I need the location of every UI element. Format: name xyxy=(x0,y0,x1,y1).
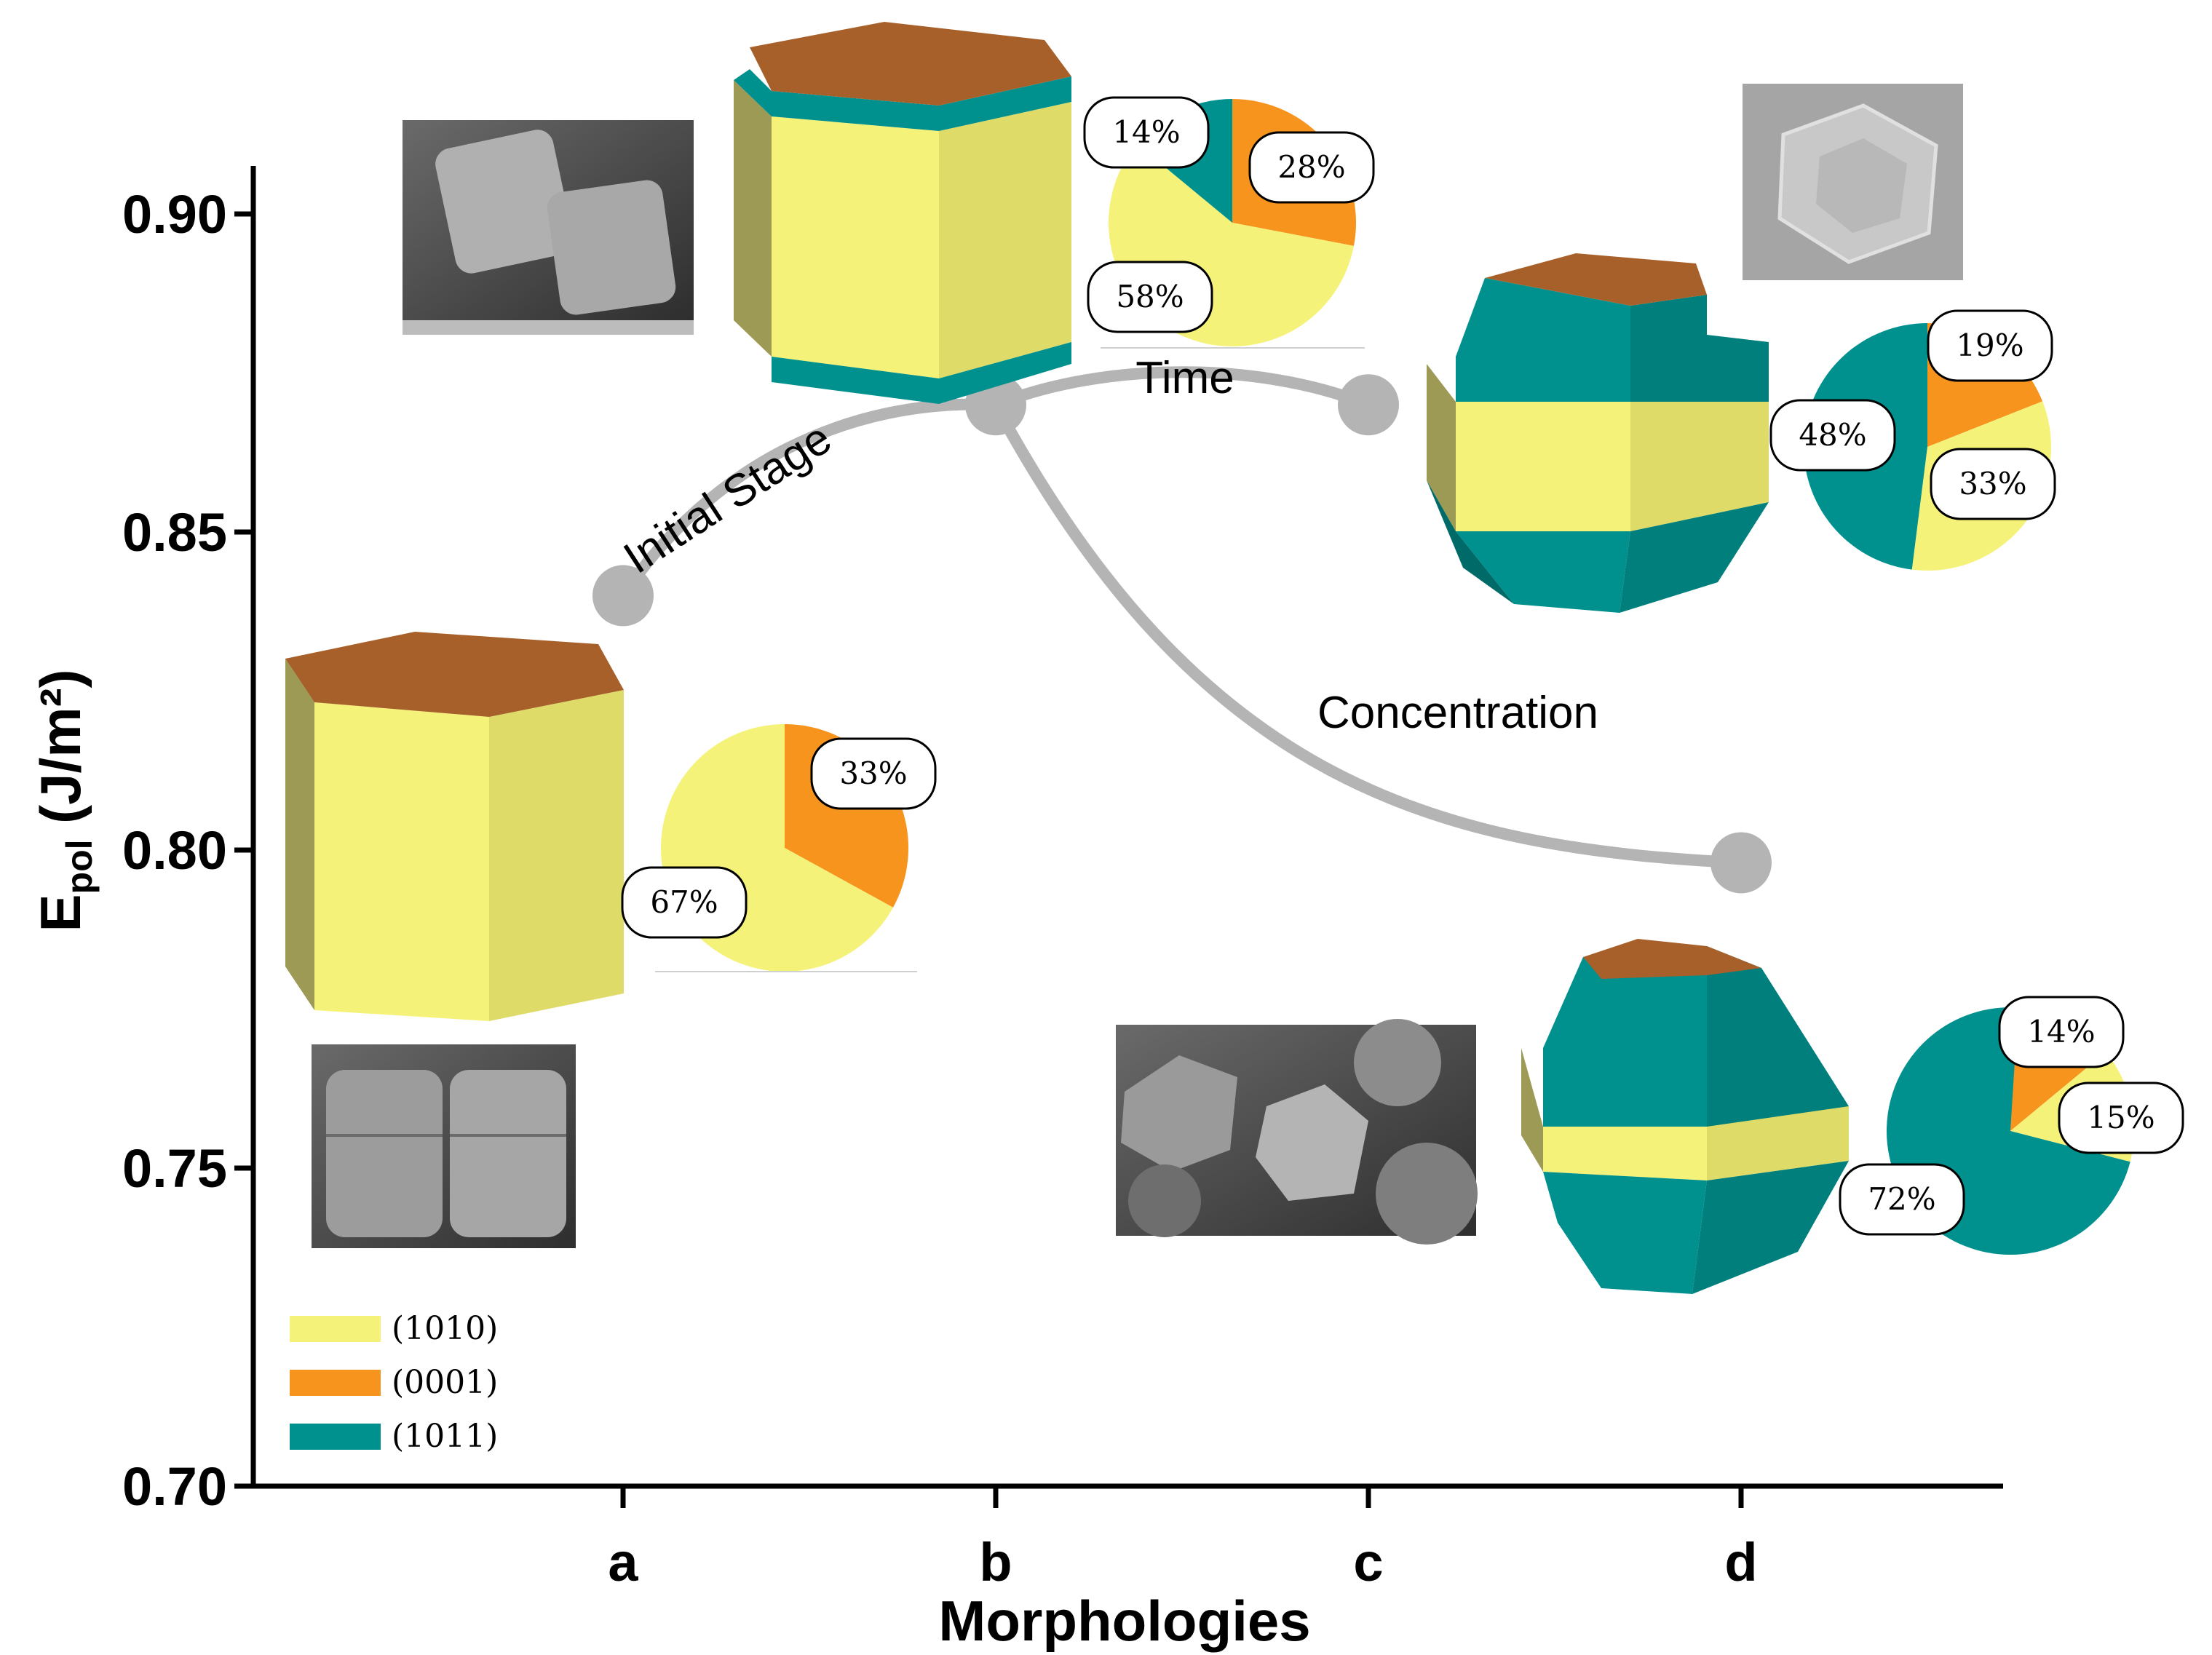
pie-label-box xyxy=(810,737,937,810)
marker-c xyxy=(1338,374,1399,436)
path-b-c xyxy=(990,366,1374,411)
pie-label-box xyxy=(1769,399,1896,472)
x-tick-label: a xyxy=(608,1532,638,1592)
legend-label: (1010) xyxy=(392,1310,498,1347)
crystal-d xyxy=(1521,939,1849,1294)
pie-label-box xyxy=(621,866,748,939)
pie-label: 33% xyxy=(1959,466,2026,501)
crystal-c xyxy=(1427,253,1769,613)
pie-label: 58% xyxy=(1116,279,1184,314)
x-tick-label: d xyxy=(1724,1532,1757,1592)
y-axis-title-unit: (J/m²) xyxy=(28,669,92,839)
sem-image-a xyxy=(312,1044,576,1248)
pie-chart-d: 14% 15% 72% xyxy=(1839,996,2184,1255)
legend-swatch xyxy=(290,1370,381,1396)
legend-swatch xyxy=(290,1316,381,1342)
pie-label-box xyxy=(2058,1081,2184,1154)
x-axis-title: Morphologies xyxy=(938,1589,1310,1653)
legend-label: (0001) xyxy=(392,1364,498,1401)
y-ticks: 0.70 0.75 0.80 0.85 0.90 xyxy=(122,184,253,1517)
marker-d xyxy=(1710,832,1772,894)
pie-label-box xyxy=(1087,261,1213,333)
x-tick-label: c xyxy=(1353,1532,1383,1592)
pie-label: 33% xyxy=(839,755,907,791)
pie-chart-b: 28% 58% 14% xyxy=(1083,96,1375,349)
pie-label-box xyxy=(1930,448,2056,520)
legend-swatch xyxy=(290,1424,381,1450)
crystal-a xyxy=(285,632,624,1021)
data-markers xyxy=(592,374,1772,894)
pie-label-box xyxy=(1248,131,1375,204)
path-label-time: Time xyxy=(1135,353,1234,403)
crystal-b xyxy=(734,22,1071,404)
y-axis-title-sub: pol xyxy=(59,839,100,894)
sem-image-d xyxy=(1116,1019,1478,1245)
y-axis-title: Epol (J/m²) xyxy=(28,669,100,932)
pie-chart-c: 19% 33% 48% xyxy=(1769,309,2056,571)
legend-label: (1011) xyxy=(392,1418,498,1455)
path-b-d xyxy=(990,399,1747,869)
y-tick-label: 0.70 xyxy=(122,1456,227,1517)
pie-chart-a: 33% 67% xyxy=(621,724,937,972)
legend: (1010) (0001) (1011) xyxy=(290,1310,498,1455)
x-tick-label: b xyxy=(979,1532,1012,1592)
path-label-initial-stage: Initial Stage xyxy=(615,413,840,583)
pie-label: 14% xyxy=(1112,114,1180,150)
pie-label: 14% xyxy=(2027,1014,2095,1049)
pie-label: 72% xyxy=(1868,1181,1935,1217)
pie-label: 15% xyxy=(2087,1100,2154,1135)
pie-label: 48% xyxy=(1799,417,1866,453)
pie-label: 28% xyxy=(1277,149,1345,185)
pie-label-box xyxy=(1998,996,2125,1068)
sem-image-c xyxy=(1743,84,1963,280)
transition-paths xyxy=(617,366,1747,869)
y-axis-title-main: E xyxy=(28,894,92,932)
pie-label-box xyxy=(1839,1163,1965,1236)
pie-label-box xyxy=(1083,96,1210,169)
path-label-concentration: Concentration xyxy=(1317,688,1598,738)
y-tick-label: 0.85 xyxy=(122,502,227,563)
x-ticks: a b c d xyxy=(608,1486,1758,1592)
pie-label-box xyxy=(1927,309,2053,382)
sem-image-b xyxy=(403,120,694,335)
pie-label: 67% xyxy=(650,884,718,920)
path-a-b xyxy=(617,398,1002,602)
y-tick-label: 0.90 xyxy=(122,184,227,245)
pie-label: 19% xyxy=(1956,328,2023,363)
y-tick-label: 0.75 xyxy=(122,1138,227,1199)
y-tick-label: 0.80 xyxy=(122,820,227,881)
axes: 0.70 0.75 0.80 0.85 0.90 a b c d Morphologies E… xyxy=(28,166,2003,1653)
marker-a xyxy=(592,565,654,627)
